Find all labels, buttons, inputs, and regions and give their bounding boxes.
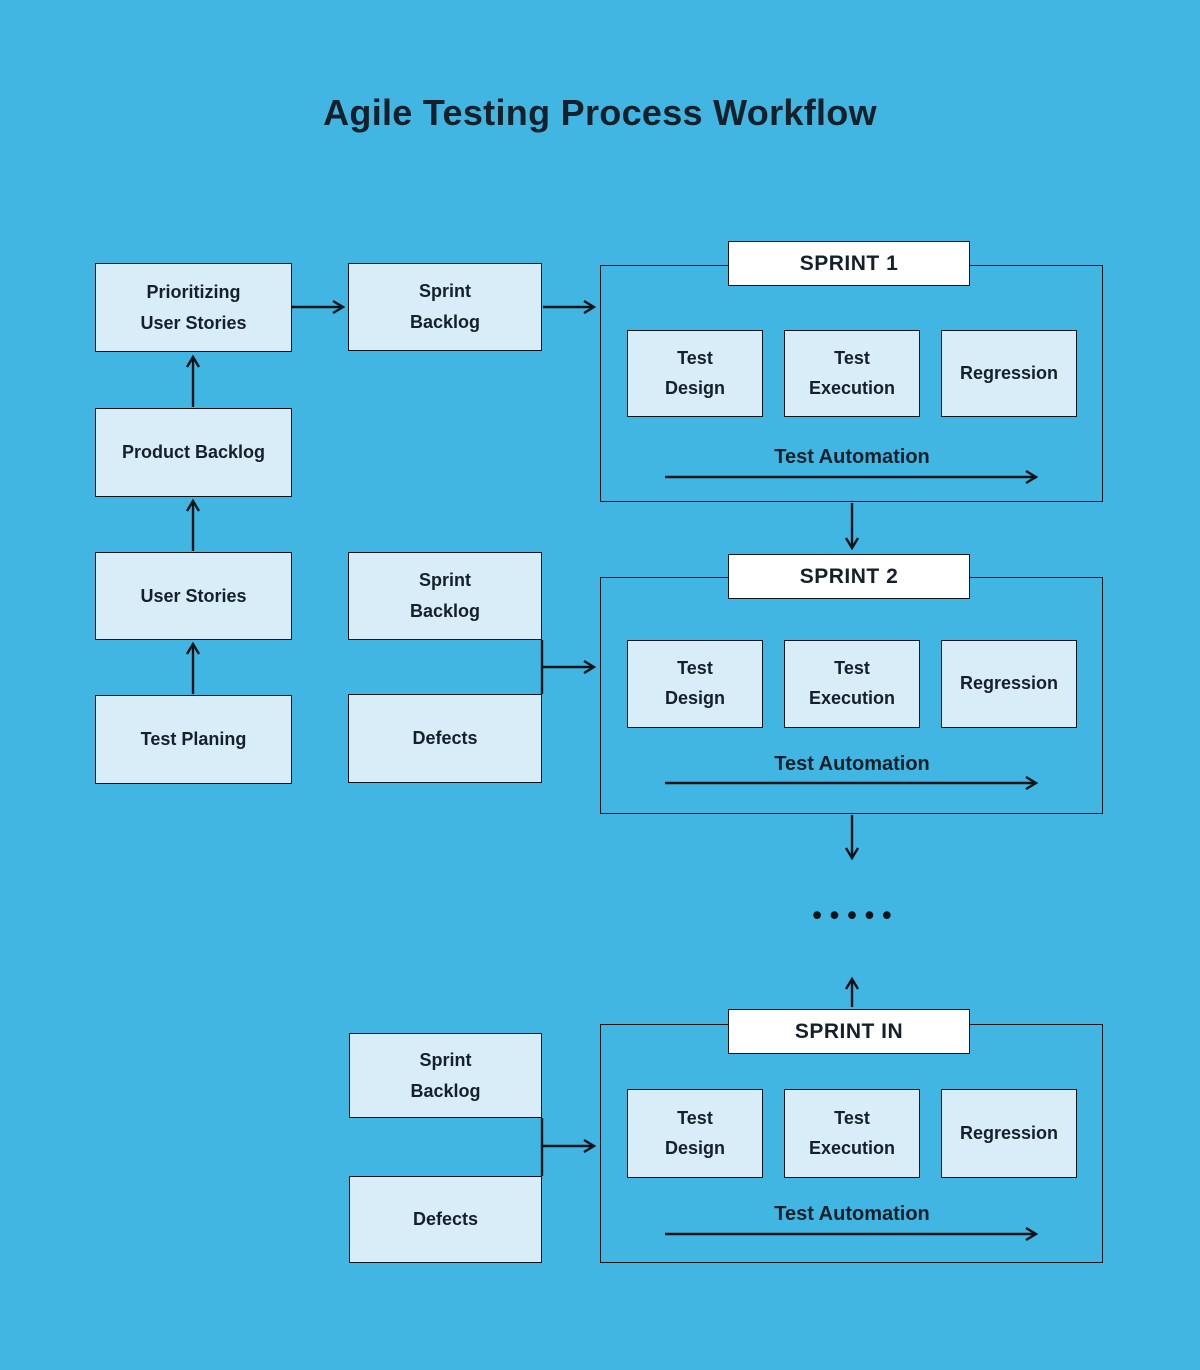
mini-box-label: Regression (959, 673, 1059, 694)
sprint-in-regression: Regression (941, 1089, 1077, 1178)
node-label: User Stories (140, 585, 247, 606)
node-defects-2: Defects (349, 1176, 542, 1263)
node-label: Prioritizing User Stories (140, 281, 247, 333)
node-test-planing: Test Planing (95, 695, 292, 784)
sprint1-test-automation-label: Test Automation (774, 446, 930, 468)
sprint2-test-automation-label: Test Automation (774, 753, 930, 775)
node-label: Defects (412, 1209, 479, 1230)
sprint-header-label: SPRINT 2 (799, 564, 899, 588)
sprint2-regression: Regression (941, 640, 1077, 728)
node-sprint-backlog-2: Sprint Backlog (348, 552, 542, 640)
node-defects-1: Defects (348, 694, 542, 783)
sprint1-header: SPRINT 1 (728, 241, 970, 286)
mini-box-label: Test Execution (808, 1107, 896, 1158)
sprint2-test-design: Test Design (627, 640, 763, 728)
mini-box-label: Regression (959, 1122, 1059, 1143)
sprint-header-label: SPRINT 1 (799, 251, 899, 275)
node-user-stories: User Stories (95, 552, 292, 640)
sprint-repeat-ellipsis: ••••• (812, 900, 900, 930)
node-label: Sprint Backlog (410, 1049, 481, 1101)
diagram-title: Agile Testing Process Workflow (323, 92, 877, 133)
node-sprint-backlog-1: Sprint Backlog (348, 263, 542, 351)
sprint1-regression: Regression (941, 330, 1077, 417)
mini-box-label: Regression (959, 362, 1059, 383)
sprint2-test-execution: Test Execution (784, 640, 920, 728)
sprint1-test-execution: Test Execution (784, 330, 920, 417)
node-label: Defects (412, 728, 478, 749)
node-sprint-backlog-3: Sprint Backlog (349, 1033, 542, 1118)
node-product-backlog: Product Backlog (95, 408, 292, 497)
mini-box-label: Test Design (664, 658, 725, 708)
sprint2-header: SPRINT 2 (728, 554, 970, 599)
node-label: Test Planing (140, 729, 247, 750)
node-label: Product Backlog (121, 442, 266, 463)
sprint-header-label: SPRINT IN (794, 1019, 904, 1043)
sprint-in-header: SPRINT IN (728, 1009, 970, 1054)
mini-box-label: Test Execution (808, 347, 896, 398)
mini-box-label: Test Execution (808, 658, 896, 708)
sprint1-test-design: Test Design (627, 330, 763, 417)
sprint-in-test-automation-label: Test Automation (774, 1203, 930, 1225)
node-label: Sprint Backlog (409, 281, 481, 332)
node-label: Sprint Backlog (409, 570, 481, 621)
sprint-in-test-design: Test Design (627, 1089, 763, 1178)
node-prioritizing-user-stories: Prioritizing User Stories (95, 263, 292, 352)
mini-box-label: Test Design (664, 347, 725, 398)
sprint-in-test-execution: Test Execution (784, 1089, 920, 1178)
mini-box-label: Test Design (664, 1107, 725, 1158)
